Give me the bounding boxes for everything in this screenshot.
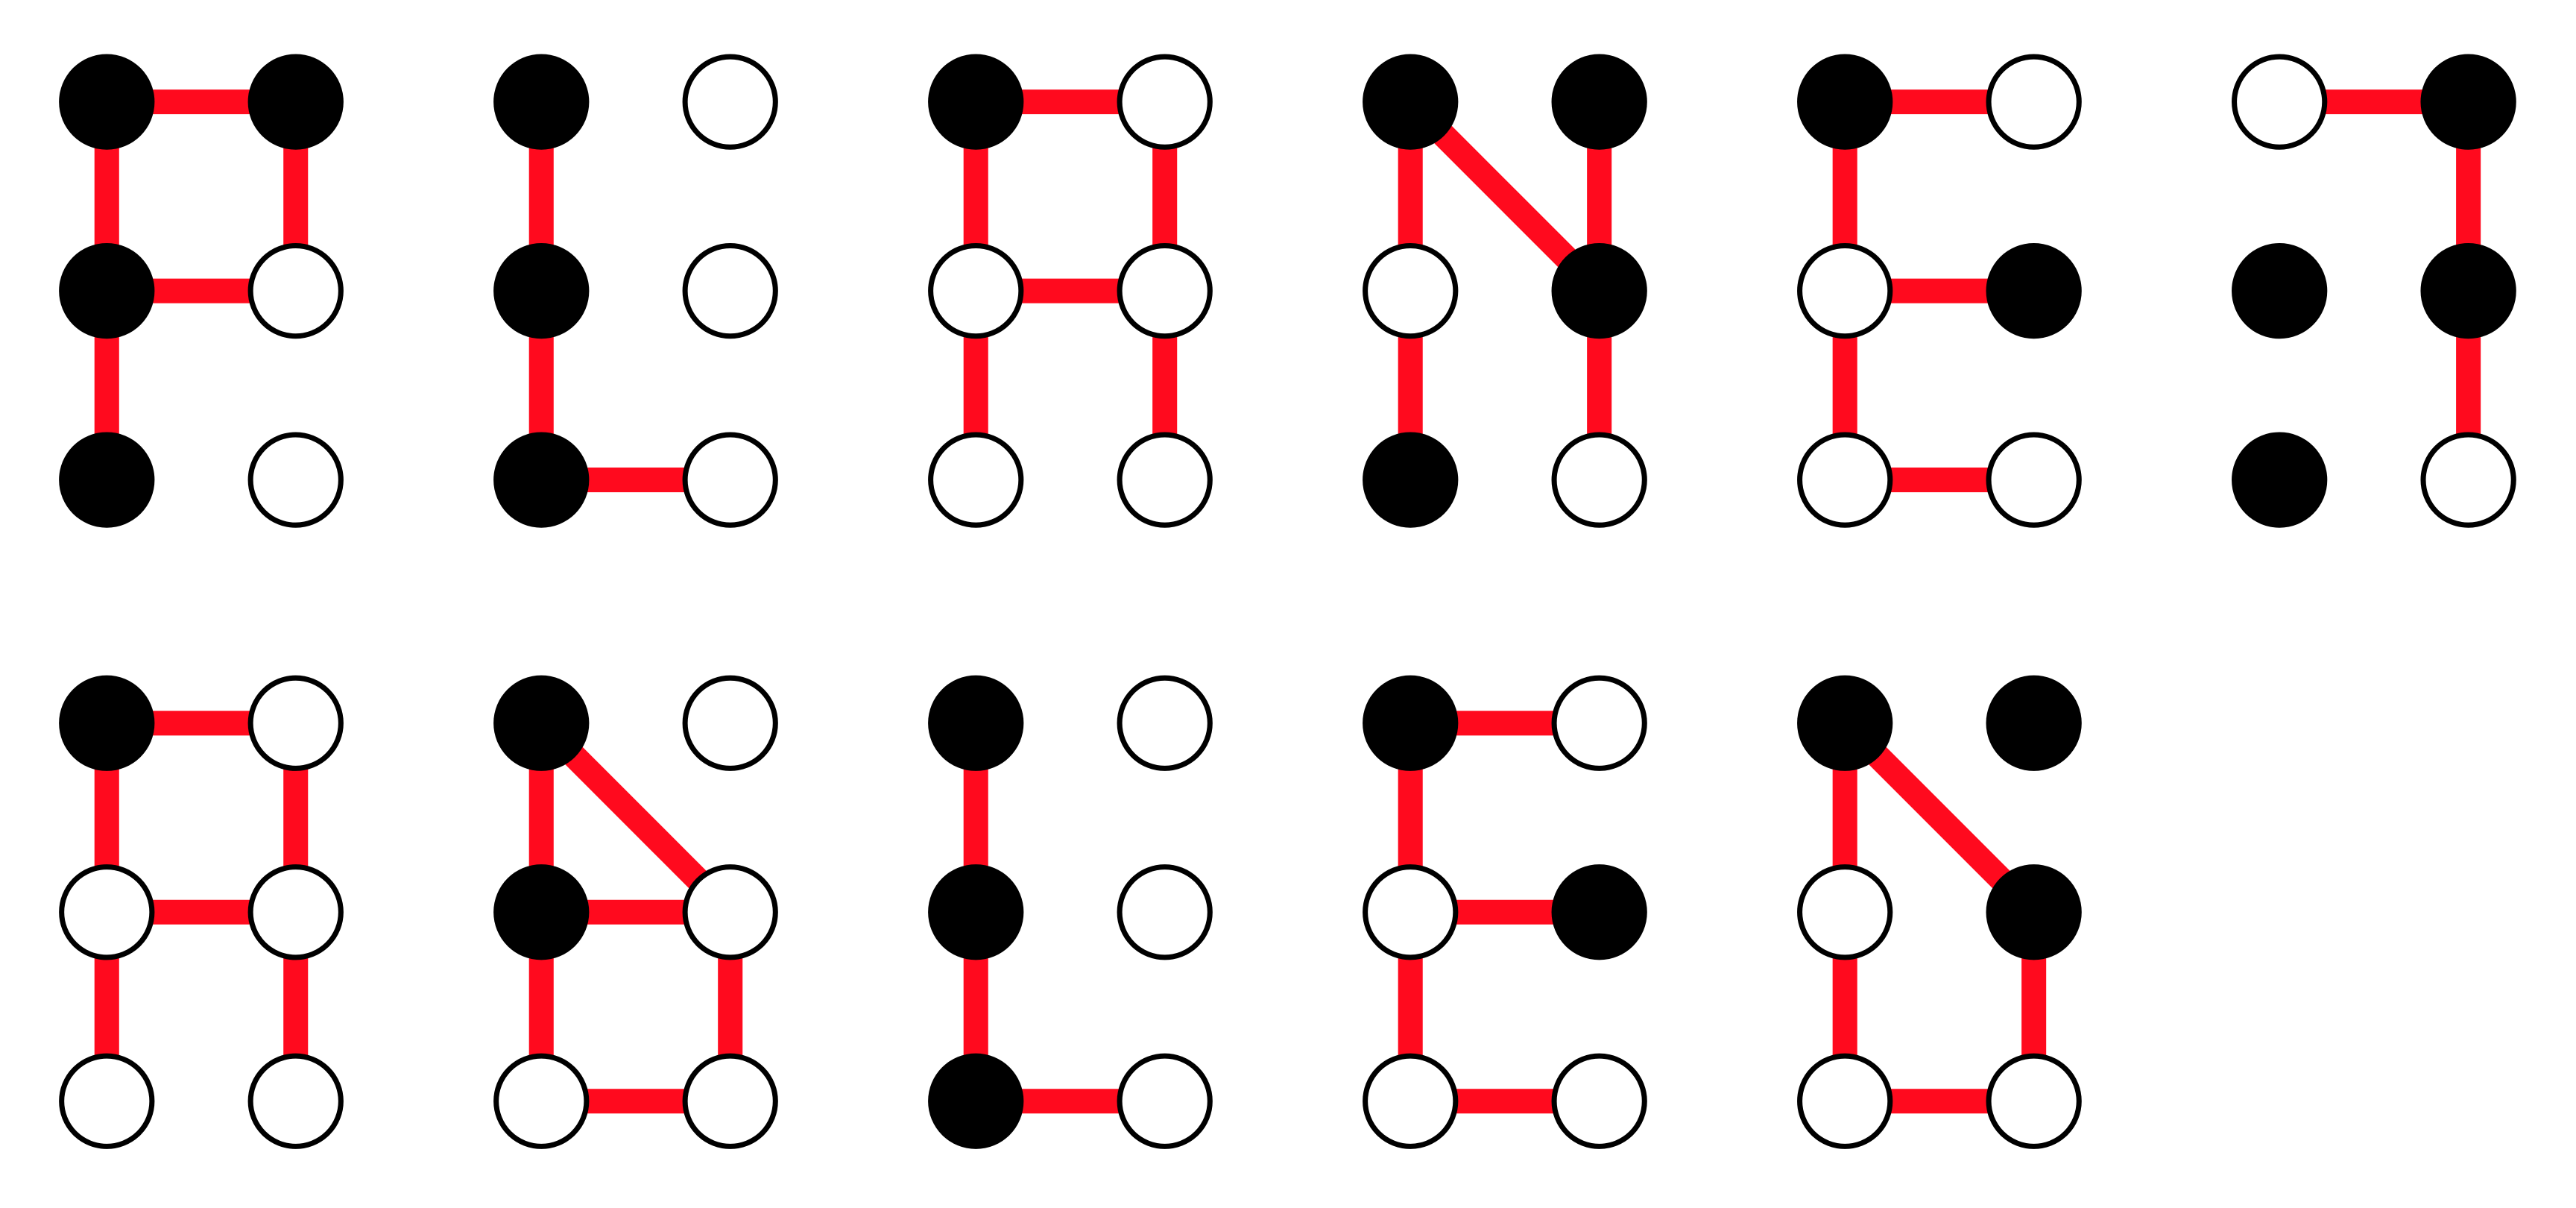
dot-glyph: [493, 675, 778, 1149]
filled-dot: [1986, 242, 2082, 339]
dot-glyph: [1363, 675, 1647, 1149]
empty-dot: [1117, 1053, 1213, 1149]
filled-dot: [493, 242, 590, 339]
filled-dot: [1551, 864, 1647, 960]
empty-dot: [1797, 432, 1893, 528]
empty-dot: [1363, 1053, 1459, 1149]
empty-dot: [1986, 54, 2082, 150]
filled-dot: [928, 1053, 1024, 1149]
empty-dot: [682, 675, 778, 771]
filled-dot: [247, 54, 344, 150]
empty-dot: [682, 54, 778, 150]
filled-dot: [928, 864, 1024, 960]
filled-dot: [928, 675, 1024, 771]
empty-dot: [247, 242, 344, 339]
empty-dot: [1797, 242, 1893, 339]
filled-dot: [1363, 54, 1459, 150]
empty-dot: [2232, 54, 2328, 150]
empty-dot: [682, 242, 778, 339]
filled-dot: [493, 675, 590, 771]
dot-glyph: [1363, 54, 1647, 528]
dot-glyph: [59, 675, 344, 1149]
empty-dot: [247, 864, 344, 960]
empty-dot: [928, 242, 1024, 339]
empty-dot: [247, 432, 344, 528]
empty-dot: [1551, 432, 1647, 528]
empty-dot: [1551, 675, 1647, 771]
empty-dot: [1986, 432, 2082, 528]
dot-glyph: [493, 54, 778, 528]
filled-dot: [928, 54, 1024, 150]
dot-glyph: [1797, 54, 2082, 528]
empty-dot: [1117, 675, 1213, 771]
filled-dot: [1797, 54, 1893, 150]
empty-dot: [493, 1053, 590, 1149]
filled-dot: [2232, 242, 2328, 339]
empty-dot: [59, 864, 155, 960]
empty-dot: [1117, 242, 1213, 339]
empty-dot: [1986, 1053, 2082, 1149]
dot-glyph: [928, 675, 1213, 1149]
empty-dot: [1117, 432, 1213, 528]
filled-dot: [1551, 54, 1647, 150]
empty-dot: [1117, 54, 1213, 150]
empty-dot: [682, 1053, 778, 1149]
filled-dot: [2232, 432, 2328, 528]
empty-dot: [682, 864, 778, 960]
dot-glyph: [59, 54, 344, 528]
empty-dot: [1117, 864, 1213, 960]
empty-dot: [1797, 864, 1893, 960]
filled-dot: [1797, 675, 1893, 771]
empty-dot: [2420, 432, 2516, 528]
filled-dot: [2420, 54, 2516, 150]
dot-glyph: [1797, 675, 2082, 1149]
empty-dot: [1363, 864, 1459, 960]
filled-dot: [493, 864, 590, 960]
empty-dot: [59, 1053, 155, 1149]
filled-dot: [59, 432, 155, 528]
filled-dot: [59, 242, 155, 339]
filled-dot: [1986, 864, 2082, 960]
dot-glyph: [928, 54, 1213, 528]
filled-dot: [1986, 675, 2082, 771]
empty-dot: [682, 432, 778, 528]
empty-dot: [1363, 242, 1459, 339]
filled-dot: [1363, 432, 1459, 528]
empty-dot: [1551, 1053, 1647, 1149]
filled-dot: [1551, 242, 1647, 339]
empty-dot: [247, 675, 344, 771]
empty-dot: [1797, 1053, 1893, 1149]
filled-dot: [1363, 675, 1459, 771]
empty-dot: [247, 1053, 344, 1149]
empty-dot: [928, 432, 1024, 528]
filled-dot: [493, 432, 590, 528]
filled-dot: [493, 54, 590, 150]
filled-dot: [2420, 242, 2516, 339]
dot-glyph: [2232, 54, 2516, 528]
filled-dot: [59, 675, 155, 771]
filled-dot: [59, 54, 155, 150]
